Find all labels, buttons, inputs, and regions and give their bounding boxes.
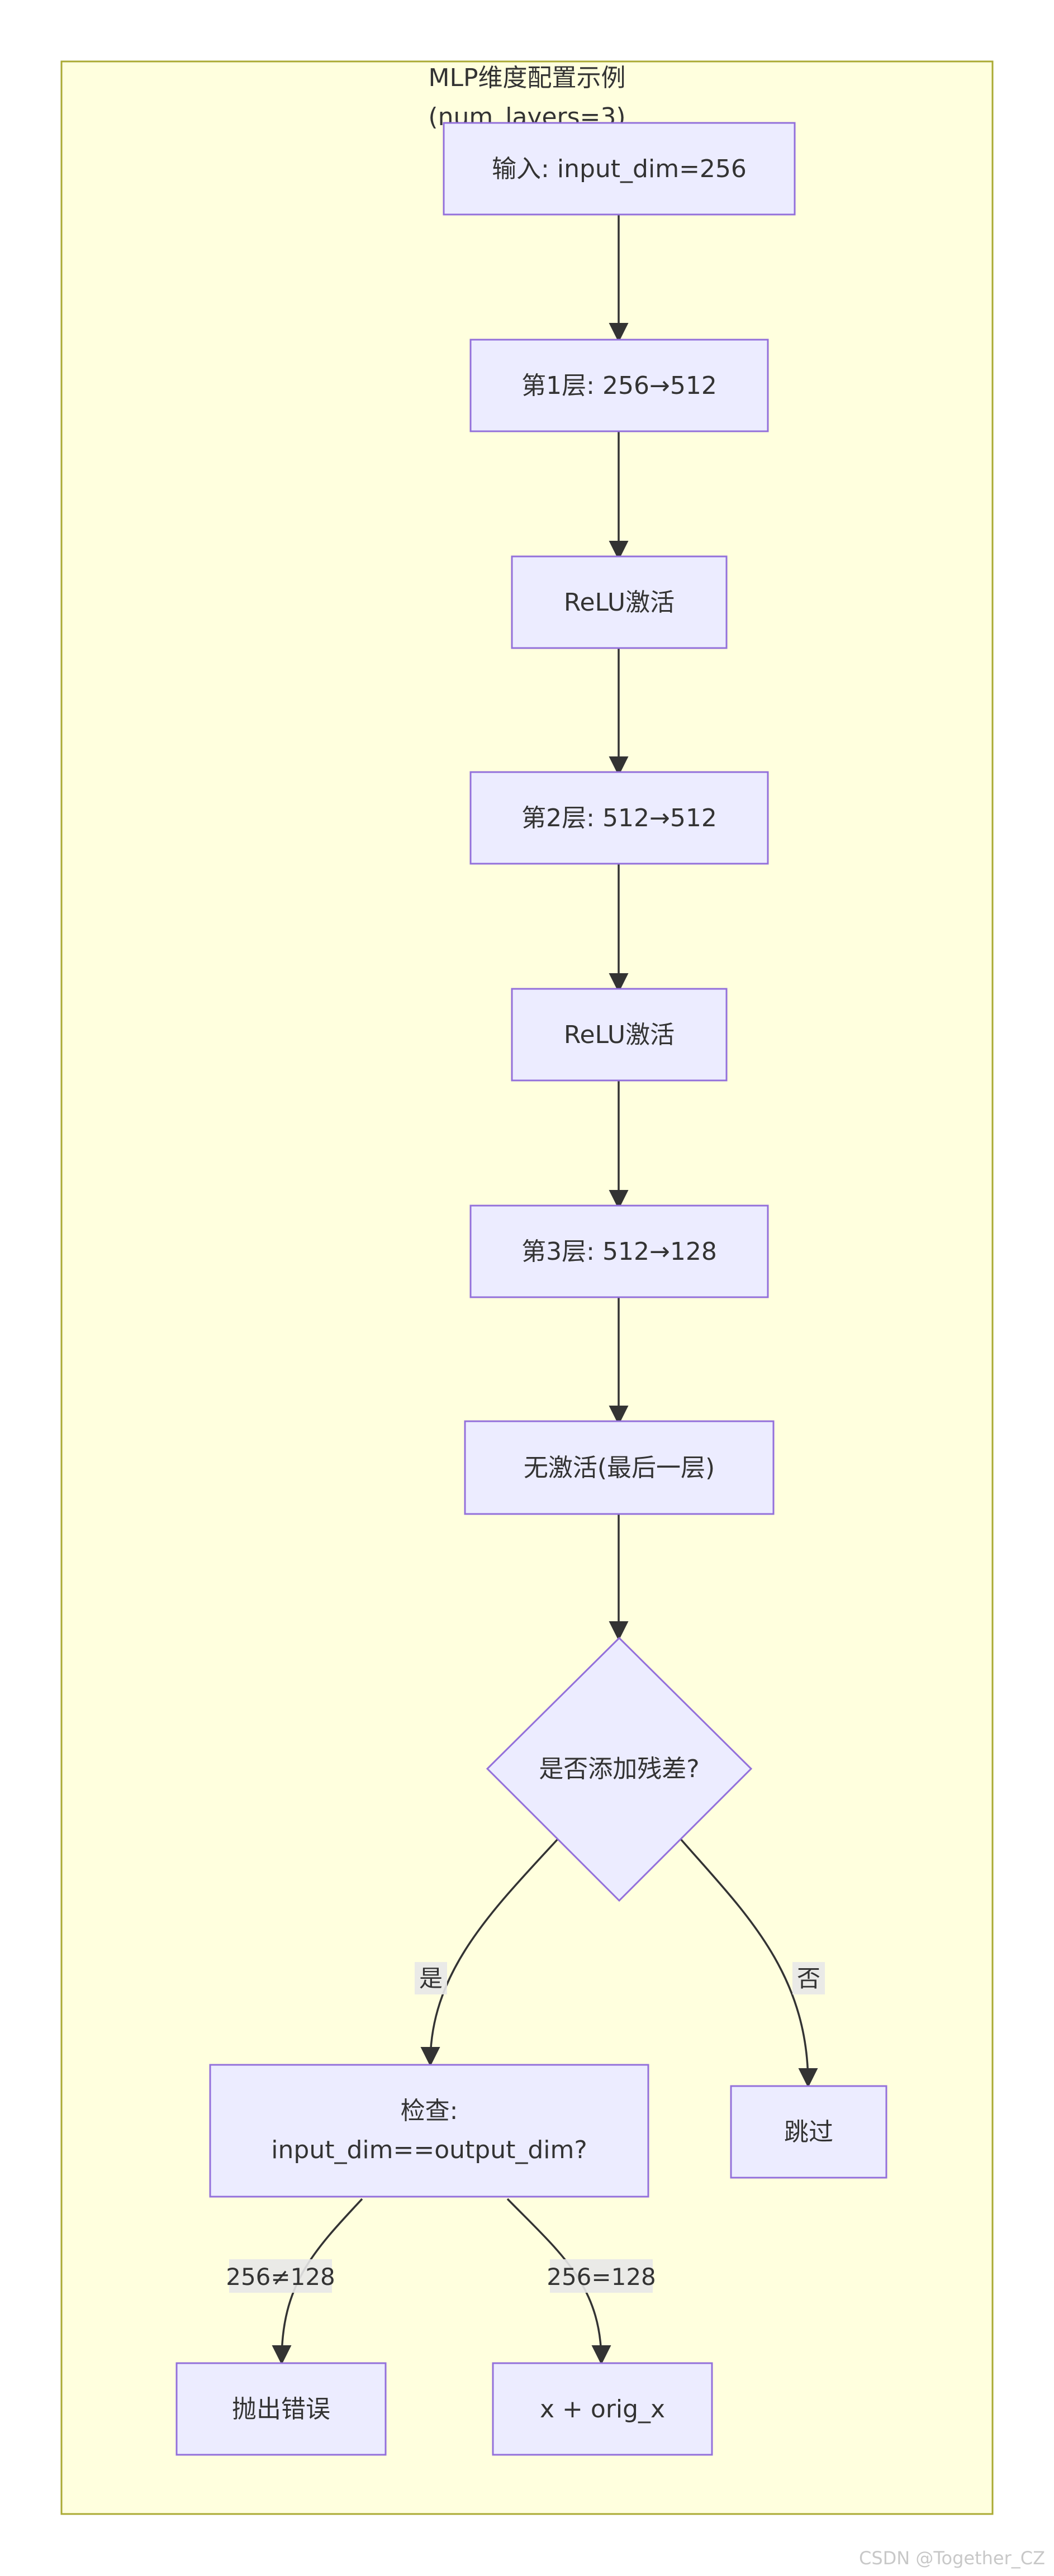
edge-label-equal-text: 256=128 [547, 2263, 656, 2291]
node-check-label-line2: input_dim==output_dim? [271, 2136, 587, 2164]
node-relu2-box [511, 988, 728, 1082]
node-skip-box [730, 2085, 887, 2179]
node-skip-label: 跳过 [784, 2118, 833, 2146]
nodes: 输入: input_dim=256 第1层: 256→512 ReLU激活 第2… [175, 122, 887, 2456]
node-relu2-label: ReLU激活 [564, 1021, 675, 1049]
edge-label-no-text: 否 [797, 1965, 820, 1992]
node-input[interactable]: 输入: input_dim=256 [443, 122, 796, 216]
node-layer2-box [469, 771, 769, 865]
node-decision-diamond [486, 1636, 753, 1902]
node-layer1[interactable]: 第1层: 256→512 [469, 339, 769, 432]
node-check[interactable]: 检查: input_dim==output_dim? [209, 2064, 649, 2198]
node-relu1-box [511, 555, 728, 649]
node-layer3[interactable]: 第3层: 512→128 [469, 1204, 769, 1298]
edge-label-equal-bg [550, 2259, 653, 2293]
node-check-box [209, 2064, 649, 2198]
node-layer1-box [469, 339, 769, 432]
node-check-label-line1: 检查: [401, 2097, 458, 2125]
node-residual-add-label: x + orig_x [540, 2395, 665, 2423]
edge-label-no-bg [792, 1962, 825, 1994]
watermark-text: CSDN @Together_CZ [859, 2548, 1045, 2569]
node-layer1-label: 第1层: 256→512 [521, 372, 717, 400]
node-decision-residual[interactable]: 是否添加残差? [486, 1636, 753, 1902]
edge-label-yes-bg [415, 1962, 447, 1994]
node-layer2-label: 第2层: 512→512 [521, 804, 717, 832]
node-input-box [443, 122, 796, 216]
edge-label-not-equal-text: 256≠128 [226, 2263, 335, 2291]
edge-label-yes: 是 [415, 1962, 447, 1994]
node-layer2[interactable]: 第2层: 512→512 [469, 771, 769, 865]
node-no-activation-box [464, 1420, 775, 1515]
node-input-label: 输入: input_dim=256 [492, 155, 747, 183]
edge-label-not-equal-bg [229, 2259, 332, 2293]
node-layer3-box [469, 1204, 769, 1298]
edge-decision-to-skip [680, 1838, 818, 2088]
edge-label-equal: 256=128 [547, 2259, 656, 2293]
subgraph-title-line1: MLP维度配置示例 [428, 64, 625, 92]
node-throw-error-label: 抛出错误 [232, 2395, 330, 2423]
edge-label-not-equal: 256≠128 [226, 2259, 335, 2293]
node-residual-add[interactable]: x + orig_x [492, 2362, 713, 2456]
node-layer3-label: 第3层: 512→128 [521, 1237, 717, 1266]
edge-decision-to-check [420, 1838, 559, 2066]
node-no-activation-label: 无激活(最后一层) [524, 1454, 715, 1482]
node-no-activation[interactable]: 无激活(最后一层) [464, 1420, 775, 1515]
edge-label-yes-text: 是 [419, 1965, 443, 1992]
node-relu2[interactable]: ReLU激活 [511, 988, 728, 1082]
node-throw-error[interactable]: 抛出错误 [175, 2362, 387, 2456]
edge-label-no: 否 [792, 1962, 825, 1994]
node-throw-error-box [175, 2362, 387, 2456]
node-relu1[interactable]: ReLU激活 [511, 555, 728, 649]
edges [272, 215, 818, 2365]
edge-labels: 是 否 256≠128 256=128 [226, 1962, 825, 2293]
node-relu1-label: ReLU激活 [564, 588, 675, 617]
node-skip[interactable]: 跳过 [730, 2085, 887, 2179]
node-residual-add-box [492, 2362, 713, 2456]
node-decision-label: 是否添加残差? [539, 1755, 699, 1783]
